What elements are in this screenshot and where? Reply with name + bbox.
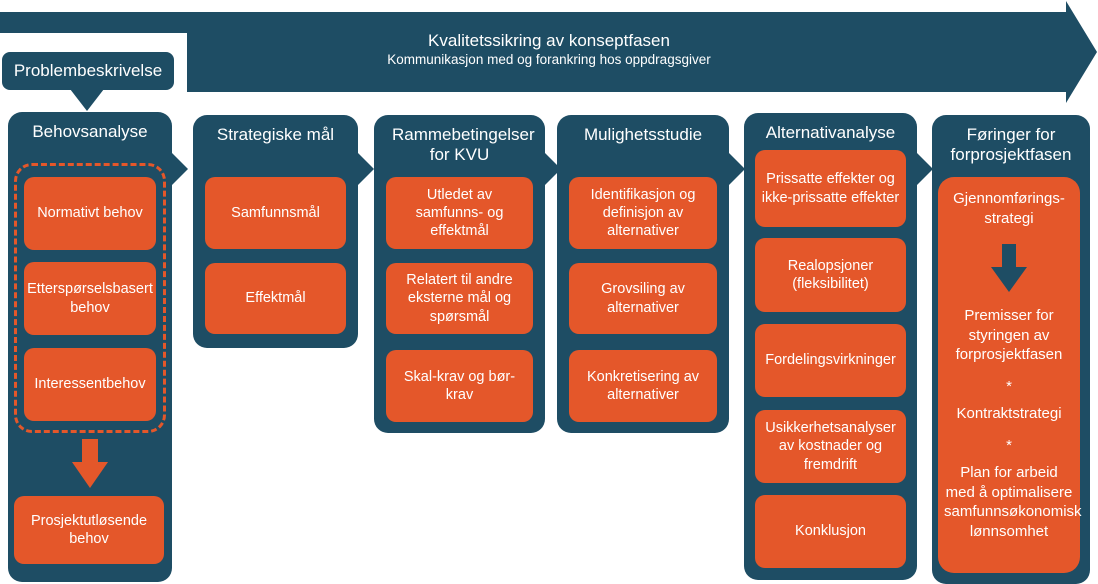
column-strategiske-mal: Strategiske mål Samfunnsmål Effektmål [193, 115, 374, 348]
box-label: Samfunnsmål [231, 204, 320, 221]
box-konklusjon: Konklusjon [755, 495, 906, 568]
column-connector-arrow-icon [544, 152, 561, 186]
box-label: Relatert til andre eksterne mål og spørs… [406, 272, 513, 325]
box-label: Effektmål [245, 290, 306, 307]
box-label: Identifikasjon og definisjon av alternat… [590, 186, 696, 240]
panel-plan-for-arbeid: Plan for arbeid med å optimalisere samfu… [944, 464, 1082, 540]
column-behovsanalyse: Behovsanalyse Normativt behov Etterspørs… [8, 112, 188, 582]
arrow-head [991, 267, 1027, 292]
box-interessentbehov: Interessentbehov [24, 348, 156, 421]
down-arrow-icon [991, 244, 1027, 292]
box-normativt-behov: Normativt behov [24, 177, 156, 250]
box-label: Realopsjoner (fleksibilitet) [787, 257, 874, 292]
box-samfunnsmal: Samfunnsmål [205, 177, 346, 249]
column-connector-arrow-icon [728, 152, 745, 186]
box-label: Fordelingsvirkninger [765, 352, 896, 369]
box-relatert-til-andre-eksterne-mal: Relatert til andre eksterne mål og spørs… [386, 263, 533, 334]
box-realopsjoner: Realopsjoner (fleksibilitet) [755, 238, 906, 312]
arrow-shaft [82, 439, 98, 462]
column-title-alternativanalyse: Alternativanalyse [765, 123, 896, 142]
box-utledet-av-samfunns-og-effektmal: Utledet av samfunns- og effektmål [386, 177, 533, 249]
box-prissatte-effekter: Prissatte effekter og ikke-prissatte eff… [755, 150, 906, 227]
banner-arrow-shape [0, 1, 1097, 103]
problem-description-callout: Problembeskrivelse [2, 52, 174, 90]
arrow-head [72, 462, 108, 488]
panel-kontraktstrategi: Kontraktstrategi [956, 405, 1062, 422]
column-foringer-forprosjektfasen: Føringer for forprosjektfasen Gjennomfør… [932, 115, 1090, 584]
column-title-behovsanalyse: Behovsanalyse [32, 122, 148, 141]
box-label: Prosjektutløsende behov [30, 512, 148, 547]
qa-phase-banner [0, 1, 1097, 103]
column-title-foringer: Føringer for forprosjektfasen [950, 125, 1072, 165]
box-fordelingsvirkninger: Fordelingsvirkninger [755, 324, 906, 397]
box-label: Interessentbehov [34, 376, 146, 393]
box-grovsiling-av-alternativer: Grovsiling av alternativer [569, 263, 717, 334]
needs-dashed-group: Normativt behov Etterspørselsbasert beho… [14, 163, 166, 433]
arrow-shaft [1002, 244, 1016, 267]
problem-description-label: Problembeskrivelse [13, 61, 163, 80]
box-usikkerhetsanalyser: Usikkerhetsanalyser av kostnader og frem… [755, 410, 906, 483]
column-connector-arrow-icon [916, 152, 933, 186]
panel-gjennomforingsstrategi: Gjennomførings-strategi [953, 190, 1065, 227]
box-skal-krav-og-bor-krav: Skal-krav og bør-krav [386, 350, 533, 422]
column-title-strategiske-mal: Strategiske mål [216, 125, 335, 144]
box-label: Normativt behov [37, 205, 143, 222]
box-prosjektutlosende-behov: Prosjektutløsende behov [14, 496, 164, 564]
box-label: Konkretisering av alternativer [586, 368, 700, 403]
box-label: Grovsiling av alternativer [601, 281, 685, 316]
column-title-rammebetingelser: Rammebetingelser for KVU [392, 125, 535, 165]
down-arrow-icon [72, 439, 108, 488]
box-effektmal: Effektmål [205, 263, 346, 334]
panel-premisser: Premisser for styringen av forprosjektfa… [955, 307, 1063, 363]
column-connector-arrow-icon [357, 152, 374, 186]
column-title-mulighetsstudie: Mulighetsstudie [583, 125, 703, 144]
box-konkretisering-av-alternativer: Konkretisering av alternativer [569, 350, 717, 422]
box-label: Skal-krav og bør-krav [403, 368, 516, 403]
panel-separator-star: * [1006, 436, 1012, 454]
column-alternativanalyse: Alternativanalyse Prissatte effekter og … [744, 113, 933, 580]
column-mulighetsstudie: Mulighetsstudie Identifikasjon og defini… [557, 115, 745, 433]
column-rammebetingelser: Rammebetingelser for KVU Utledet av samf… [374, 115, 561, 433]
box-label: Etterspørselsbasert behov [27, 281, 153, 316]
box-identifikasjon-og-definisjon: Identifikasjon og definisjon av alternat… [569, 177, 717, 249]
callout-pointer-icon [70, 89, 104, 111]
panel-separator-star: * [1006, 377, 1012, 395]
box-label: Konklusjon [795, 523, 866, 540]
box-label: Prissatte effekter og ikke-prissatte eff… [761, 171, 900, 206]
box-ettersporselsbasert-behov: Etterspørselsbasert behov [24, 262, 156, 335]
column-connector-arrow-icon [171, 152, 188, 186]
box-label: Utledet av samfunns- og effektmål [415, 186, 504, 240]
box-label: Usikkerhetsanalyser av kostnader og frem… [765, 420, 896, 473]
forprosjekt-panel: Gjennomførings-strategi Premisser for st… [938, 177, 1082, 573]
